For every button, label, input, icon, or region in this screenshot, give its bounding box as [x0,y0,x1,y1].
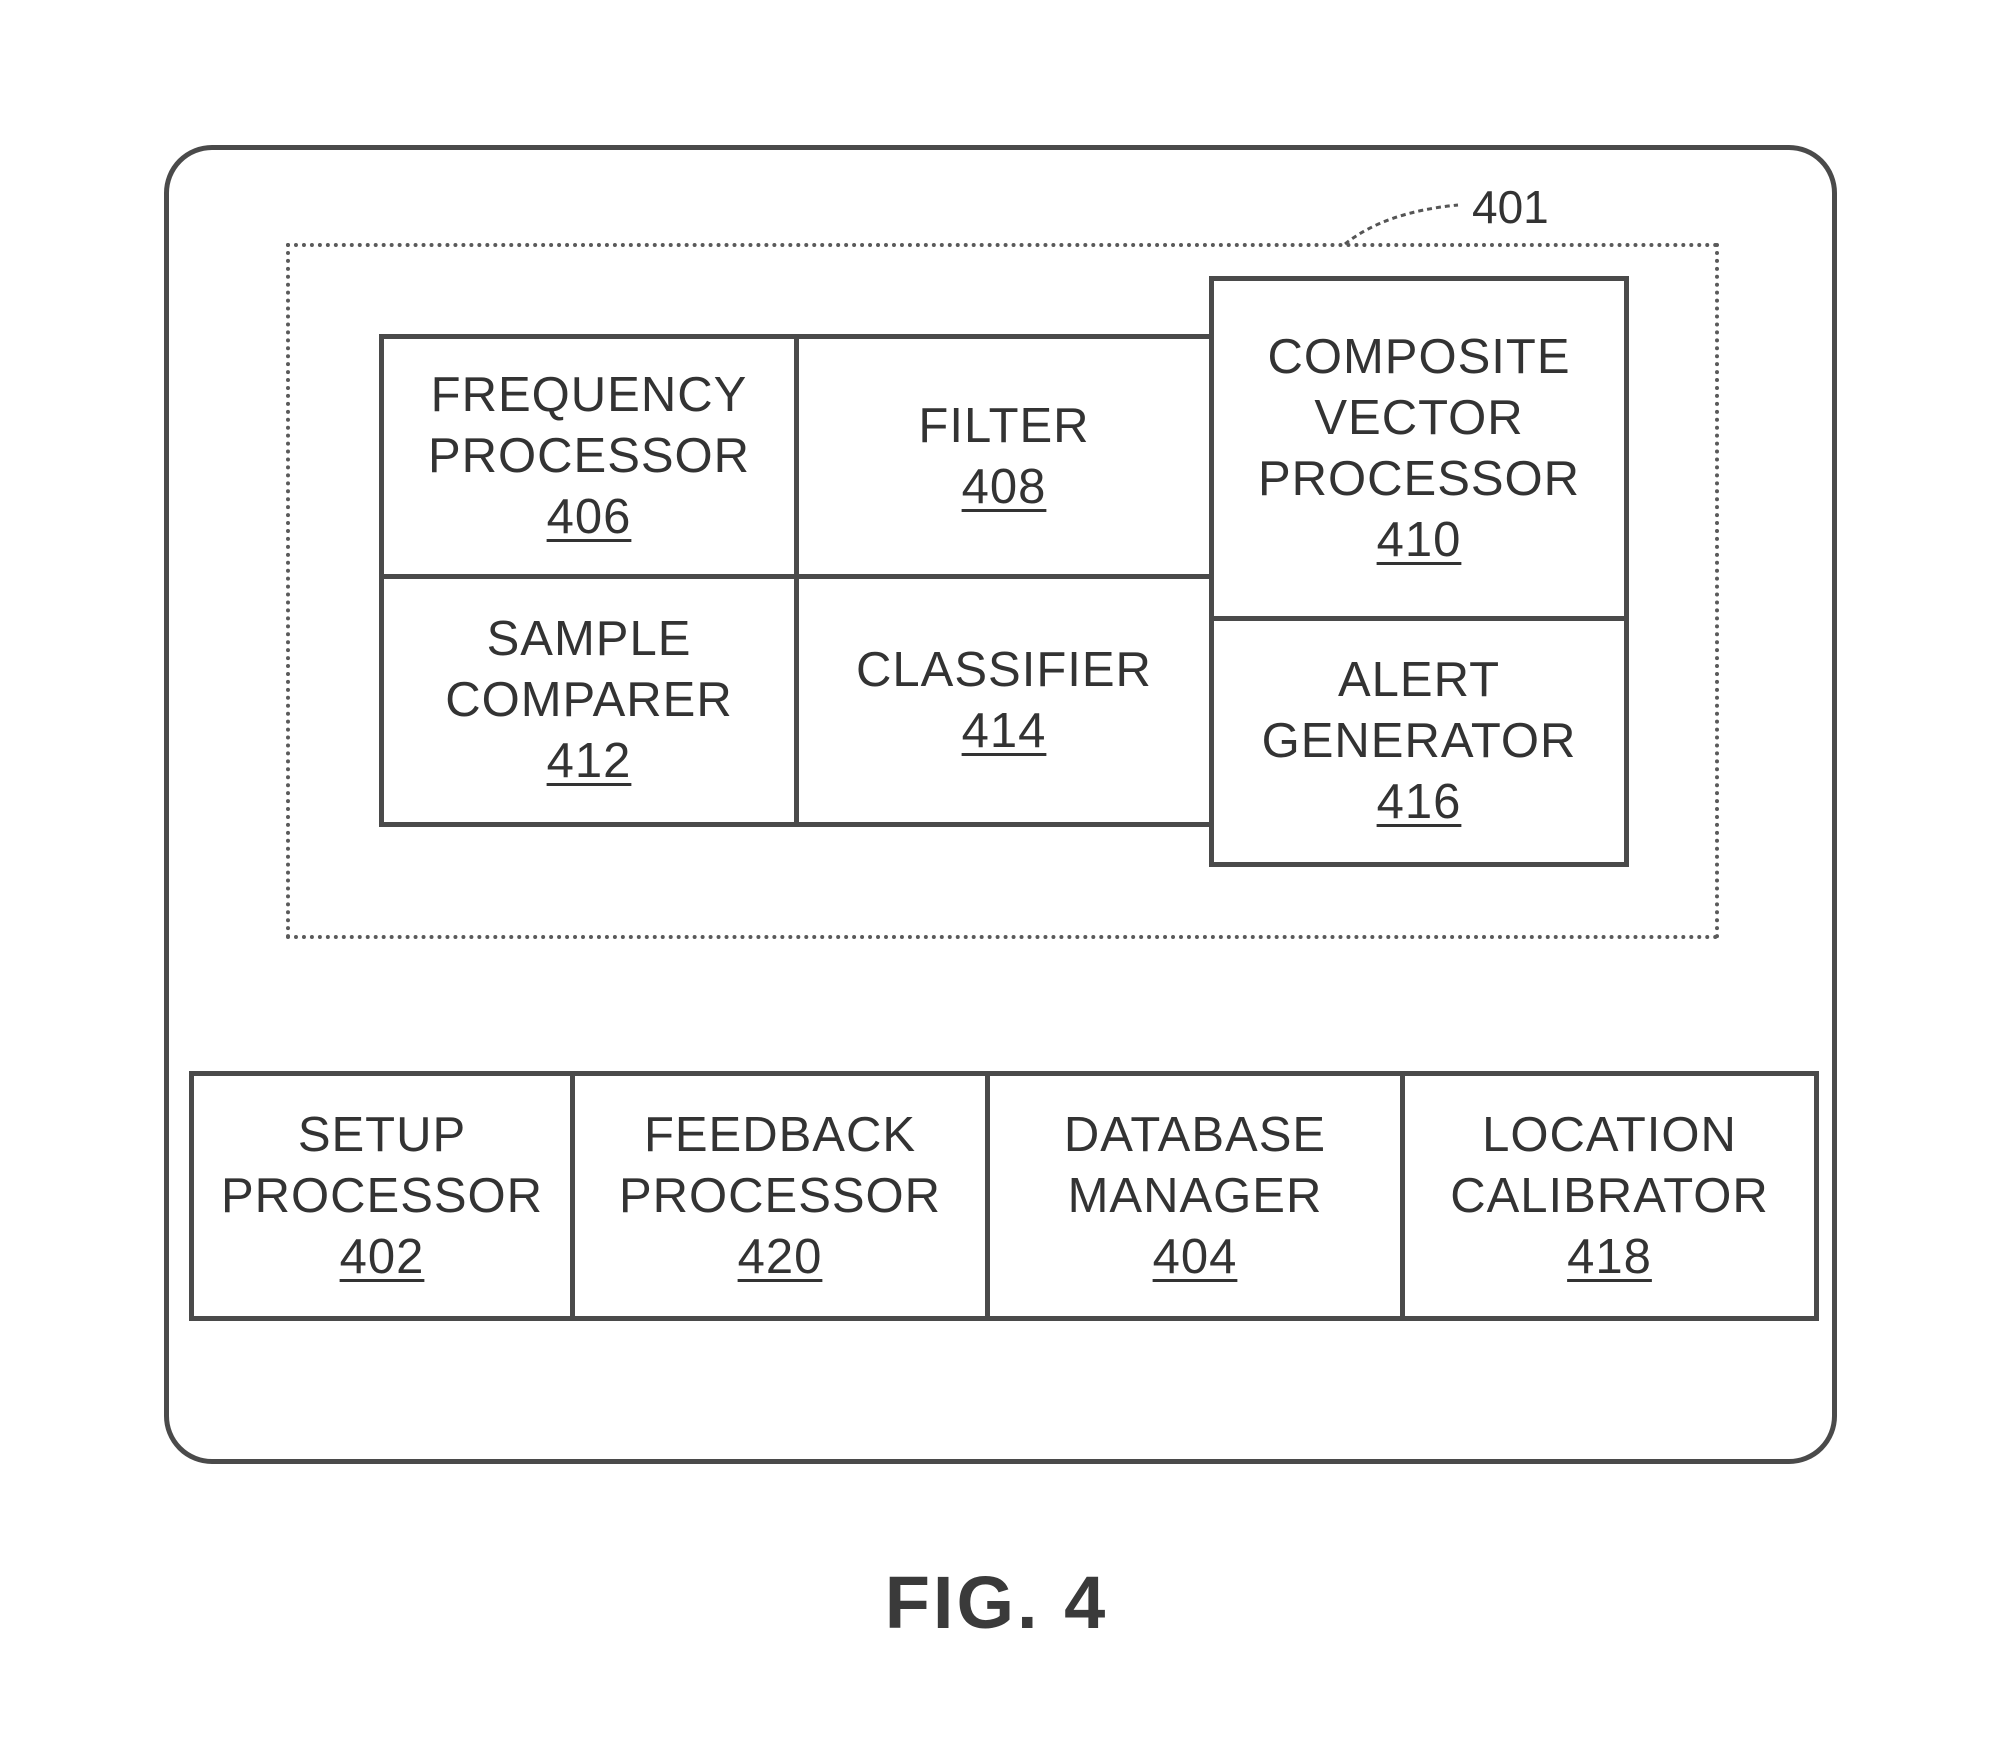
block-ref: 418 [1567,1227,1652,1288]
block-label: SETUP [298,1105,466,1166]
figure-caption: FIG. 4 [0,1560,1993,1645]
block-label: ALERT [1338,650,1500,711]
filter-block: FILTER 408 [794,334,1214,579]
block-label: GENERATOR [1262,711,1577,772]
block-ref: 410 [1377,510,1462,571]
block-label: COMPARER [445,670,733,731]
block-ref: 420 [738,1227,823,1288]
feedback-processor-block: FEEDBACK PROCESSOR 420 [570,1071,990,1321]
block-label: PROCESSOR [428,426,750,487]
block-label: SAMPLE [487,609,692,670]
block-label: FREQUENCY [431,365,748,426]
block-ref: 402 [340,1227,425,1288]
block-ref: 412 [547,731,632,792]
composite-vector-processor-block: COMPOSITE VECTOR PROCESSOR 410 [1209,276,1629,621]
block-label: DATABASE [1064,1105,1326,1166]
sample-comparer-block: SAMPLE COMPARER 412 [379,574,799,827]
block-label: PROCESSOR [221,1166,543,1227]
block-ref: 416 [1377,772,1462,833]
group-ref-label: 401 [1472,180,1549,234]
location-calibrator-block: LOCATION CALIBRATOR 418 [1400,1071,1819,1321]
block-label: VECTOR [1314,388,1523,449]
frequency-processor-block: FREQUENCY PROCESSOR 406 [379,334,799,579]
database-manager-block: DATABASE MANAGER 404 [985,1071,1405,1321]
block-label: PROCESSOR [619,1166,941,1227]
block-label: FILTER [918,396,1089,457]
block-ref: 404 [1153,1227,1238,1288]
block-ref: 408 [962,457,1047,518]
block-label: PROCESSOR [1258,449,1580,510]
alert-generator-block: ALERT GENERATOR 416 [1209,616,1629,867]
block-label: MANAGER [1068,1166,1323,1227]
block-label: LOCATION [1482,1105,1737,1166]
block-ref: 414 [962,701,1047,762]
block-ref: 406 [547,487,632,548]
block-label: CALIBRATOR [1450,1166,1769,1227]
setup-processor-block: SETUP PROCESSOR 402 [189,1071,575,1321]
block-label: COMPOSITE [1267,327,1570,388]
block-label: CLASSIFIER [856,640,1152,701]
block-label: FEEDBACK [644,1105,916,1166]
classifier-block: CLASSIFIER 414 [794,574,1214,827]
